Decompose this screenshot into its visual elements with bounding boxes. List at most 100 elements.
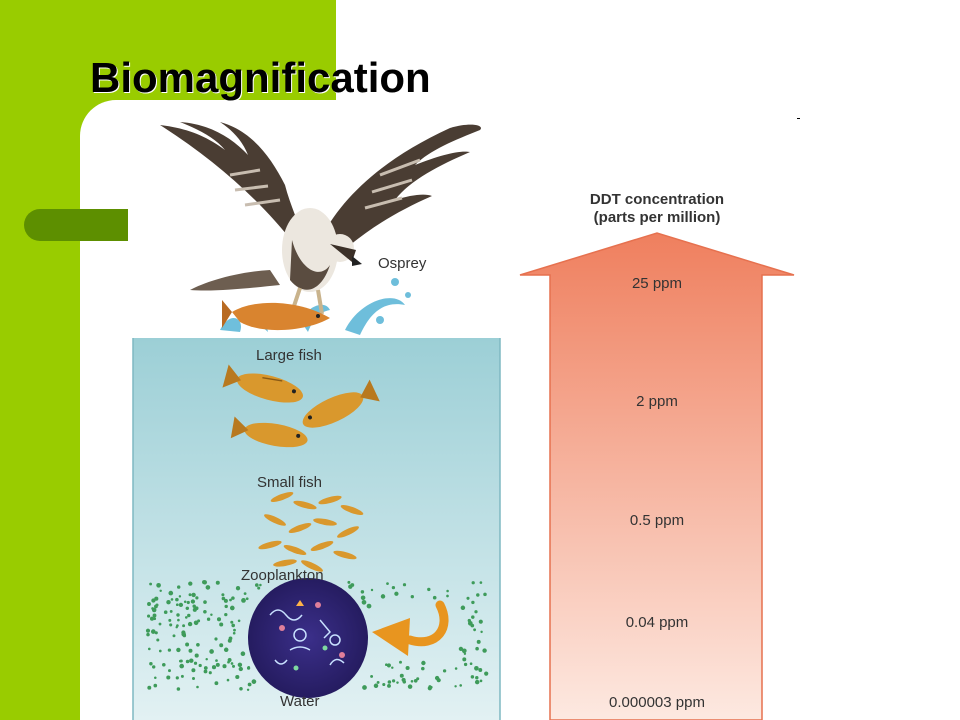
plankton-dot	[188, 593, 192, 597]
plankton-dot	[189, 658, 194, 663]
plankton-dot	[387, 683, 391, 688]
plankton-dot	[163, 610, 168, 614]
plankton-dot	[167, 648, 172, 652]
plankton-dot	[360, 590, 365, 594]
plankton-dot	[145, 628, 151, 633]
plankton-dot	[194, 606, 199, 611]
plankton-dot	[146, 632, 150, 637]
plankton-dot	[183, 600, 187, 603]
plankton-dot	[151, 607, 157, 613]
plankton-dot	[188, 648, 193, 653]
ppm-level-2: 2 ppm	[636, 393, 678, 410]
plankton-dot	[177, 585, 181, 589]
plankton-dot	[194, 653, 199, 658]
left-accent-bar	[0, 0, 80, 720]
plankton-dot	[394, 591, 399, 596]
plankton-dot	[402, 583, 407, 587]
ddt-concentration-arrow: DDT concentration (parts per million) 25…	[519, 191, 795, 720]
plankton-dot	[421, 660, 426, 666]
plankton-dot	[462, 657, 467, 662]
plankton-dot	[407, 684, 413, 689]
plankton-dot	[475, 646, 479, 651]
plankton-dot	[203, 669, 208, 674]
plankton-dot	[399, 673, 404, 678]
plankton-dot	[151, 665, 156, 669]
plankton-dot	[366, 603, 372, 609]
plankton-dot	[147, 602, 151, 606]
plankton-dot	[350, 583, 355, 587]
plankton-dot	[361, 599, 367, 605]
plankton-dot	[478, 619, 483, 624]
plankton-dot	[471, 615, 475, 619]
accent-tab	[24, 209, 128, 241]
plankton-dot	[158, 622, 162, 626]
plankton-dot	[159, 589, 162, 593]
plankton-dot	[168, 618, 172, 622]
plankton-dot	[166, 675, 171, 680]
plankton-dot	[391, 679, 396, 683]
ddt-heading-line2: (parts per million)	[594, 209, 721, 226]
plankton-dot	[401, 677, 406, 682]
stray-mark	[797, 118, 800, 119]
plankton-dot	[251, 679, 257, 684]
plankton-dot	[483, 592, 487, 597]
plankton-dot	[446, 589, 449, 593]
plankton-dot	[169, 623, 173, 627]
plankton-dot	[413, 678, 418, 683]
plankton-dot	[185, 606, 190, 611]
label-small-fish: Small fish	[257, 474, 322, 491]
plankton-dot	[230, 662, 234, 665]
plankton-dot	[227, 638, 232, 643]
plankton-dot	[458, 646, 464, 652]
plankton-dot	[197, 619, 201, 623]
plankton-dot	[166, 599, 171, 605]
plankton-dot	[211, 665, 217, 670]
food-chain-labels: Osprey Large fish Small fish Zooplankton…	[241, 255, 427, 710]
plankton-dot	[176, 687, 181, 691]
plankton-dot	[347, 580, 351, 584]
plankton-dot	[391, 666, 394, 669]
plankton-dot	[473, 628, 477, 632]
plankton-dot	[432, 595, 437, 600]
plankton-dot	[391, 585, 396, 590]
plankton-dot	[175, 625, 178, 629]
plankton-dot	[168, 669, 171, 673]
plankton-dot	[466, 596, 470, 600]
plankton-dot	[479, 581, 483, 584]
plankton-dot	[226, 678, 230, 682]
plankton-dot	[205, 585, 211, 590]
plankton-dot	[436, 678, 441, 683]
plankton-dot	[219, 622, 224, 627]
plankton-dot	[195, 596, 199, 600]
plankton-dot	[155, 603, 159, 607]
plankton-dot	[370, 674, 374, 678]
plankton-dot	[238, 666, 243, 672]
plankton-dot	[215, 580, 220, 585]
plankton-dot	[223, 598, 228, 603]
plankton-dot	[149, 582, 153, 586]
plankton-dot	[188, 581, 193, 586]
plankton-dot	[224, 604, 228, 609]
plankton-dot	[446, 594, 449, 598]
plankton-dot	[221, 593, 225, 597]
plankton-dot	[185, 659, 190, 664]
plankton-dot	[192, 677, 195, 680]
plankton-dot	[396, 681, 399, 684]
osprey-icon	[160, 122, 481, 331]
plankton-dot	[222, 664, 227, 669]
plankton-dot	[482, 648, 487, 653]
plankton-dot	[208, 671, 212, 675]
plankton-dot	[410, 595, 414, 599]
plankton-dot	[237, 619, 241, 623]
plankton-dot	[239, 687, 243, 691]
plankton-dot	[216, 617, 222, 622]
plankton-dot	[235, 674, 240, 680]
plankton-dot	[410, 680, 414, 683]
plankton-dot	[187, 621, 193, 627]
plankton-dot	[240, 651, 246, 656]
plankton-dot	[156, 582, 161, 588]
plankton-dot	[203, 610, 207, 614]
plankton-dot	[475, 676, 479, 680]
plankton-dot	[463, 662, 468, 667]
plankton-dot	[147, 685, 152, 690]
